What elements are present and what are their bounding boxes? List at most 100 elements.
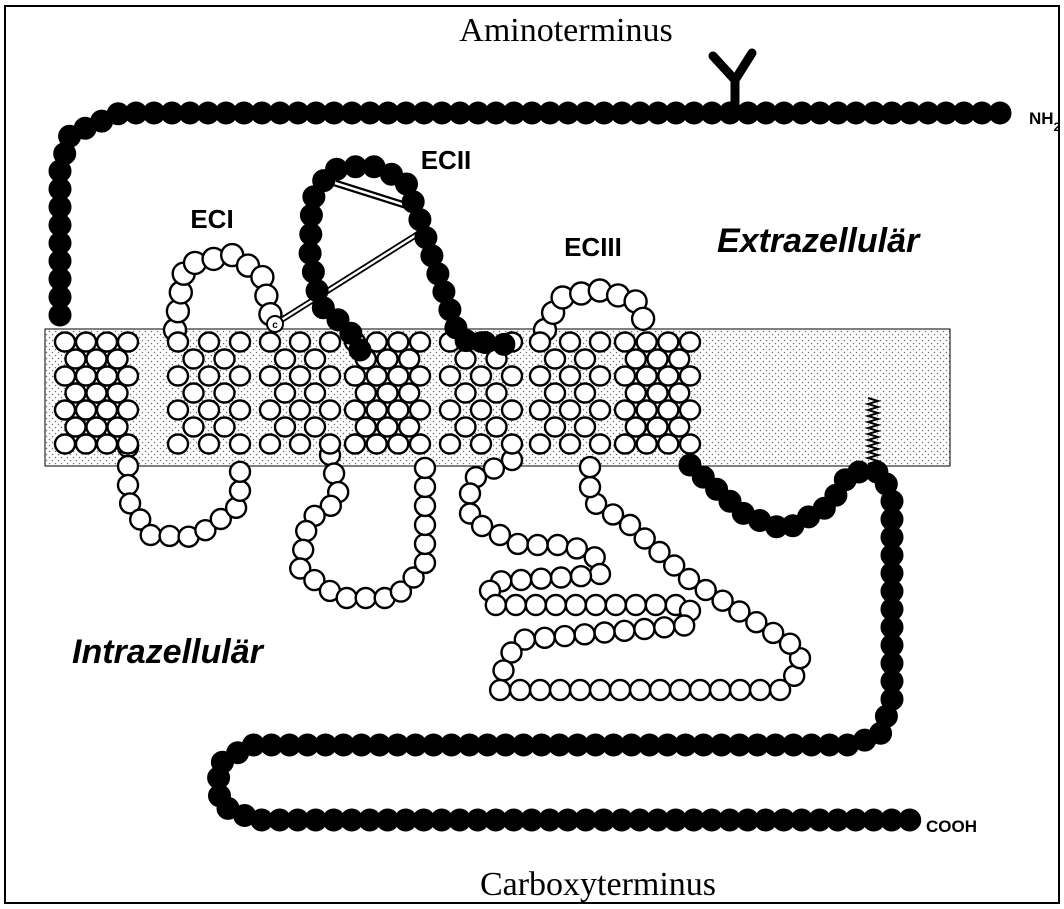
loop-residue [324, 464, 344, 484]
helix-residue [626, 384, 646, 403]
helix-residue [388, 367, 408, 386]
helix-residue [560, 367, 580, 386]
loop-residue [296, 521, 316, 541]
loop-residue [551, 568, 571, 588]
loop-residue [580, 477, 600, 497]
loop-residue [606, 595, 626, 615]
loop-residue [415, 534, 435, 554]
loop-residue [118, 475, 138, 495]
helix-residue [260, 435, 280, 454]
loop-residue [570, 680, 590, 700]
loop-residue [506, 595, 526, 615]
helix-residue [680, 367, 700, 386]
helix-residue [97, 435, 117, 454]
helix-residue [626, 418, 646, 437]
helix-residue [367, 435, 387, 454]
helix-residue [410, 367, 430, 386]
loop-residue [566, 595, 586, 615]
helix-residue [55, 367, 75, 386]
loop-residue [610, 680, 630, 700]
helix-residue [471, 367, 491, 386]
helix-residue [502, 367, 522, 386]
helix-residue [97, 401, 117, 420]
helix-residue [440, 367, 460, 386]
helix-residue [575, 418, 595, 437]
loop-residue [580, 457, 600, 477]
helix-residue [399, 418, 419, 437]
helix-residue [118, 333, 138, 352]
helix-residue [87, 350, 107, 369]
loop-residue [118, 456, 138, 476]
helix-residue [215, 384, 235, 403]
helix-residue [560, 333, 580, 352]
helix-residue [118, 367, 138, 386]
loop-residue [486, 595, 506, 615]
helix-residue [487, 384, 507, 403]
helix-residue [648, 350, 668, 369]
helix-residue [230, 401, 250, 420]
helix-residue [55, 333, 75, 352]
helix-residue [260, 367, 280, 386]
loop-residue [535, 628, 555, 648]
helix-residue [410, 435, 430, 454]
helix-residue [290, 401, 310, 420]
helix-residue [367, 401, 387, 420]
helix-residue [320, 401, 340, 420]
loop-residue [415, 496, 435, 516]
loop-label-ecii: ECII [421, 145, 472, 175]
loop-residue [141, 525, 161, 545]
helix-residue [658, 401, 678, 420]
n-terminus-title: Aminoterminus [459, 12, 672, 49]
loop-residue [415, 458, 435, 478]
loop-residue [511, 570, 531, 590]
loop-residue [690, 680, 710, 700]
loop-residue [548, 535, 568, 555]
helix-residue [305, 418, 325, 437]
helix-residue [590, 333, 610, 352]
helix-residue [76, 401, 96, 420]
disulfide-bridge-icon [275, 183, 421, 324]
loop-residue [494, 660, 514, 680]
helix-residue [66, 350, 86, 369]
loop-residue [546, 595, 566, 615]
c-terminal-residue [899, 809, 921, 831]
helix-residue [108, 418, 128, 437]
helix-residue [305, 350, 325, 369]
loop-residue [730, 680, 750, 700]
cysteine-label: c [272, 320, 278, 331]
intracellular-label: Intrazellulär [72, 633, 265, 671]
helix-residue [637, 367, 657, 386]
c-terminal-end-label: COOH [926, 817, 977, 836]
loop-residue [586, 595, 606, 615]
helix-residue [440, 401, 460, 420]
helix-residue [637, 333, 657, 352]
helix-residue [487, 418, 507, 437]
loop-residue [674, 616, 694, 636]
helix-residue [97, 367, 117, 386]
loop-residue [415, 553, 435, 573]
helix-residue [530, 367, 550, 386]
helix-residue [669, 384, 689, 403]
helix-residue [76, 367, 96, 386]
loop-residue [632, 308, 654, 330]
helix-residue [378, 418, 398, 437]
loop-residue [293, 540, 313, 560]
c-terminus-title: Carboxyterminus [480, 866, 716, 903]
helix-residue [545, 384, 565, 403]
loop-residue [626, 595, 646, 615]
helix-residue [545, 418, 565, 437]
n-terminal-end-label: NH2 [1029, 109, 1061, 134]
helix-residue [199, 367, 219, 386]
helix-residue [637, 435, 657, 454]
helix-residue [388, 333, 408, 352]
helix-residue [305, 384, 325, 403]
ecii-residue [493, 333, 515, 355]
loop-residue [526, 595, 546, 615]
loop-residue [460, 484, 480, 504]
helix-residue [471, 435, 491, 454]
loop-residue [710, 680, 730, 700]
helix-residue [345, 401, 365, 420]
loop-residue [550, 680, 570, 700]
helix-residue [530, 435, 550, 454]
helix-residue [560, 435, 580, 454]
